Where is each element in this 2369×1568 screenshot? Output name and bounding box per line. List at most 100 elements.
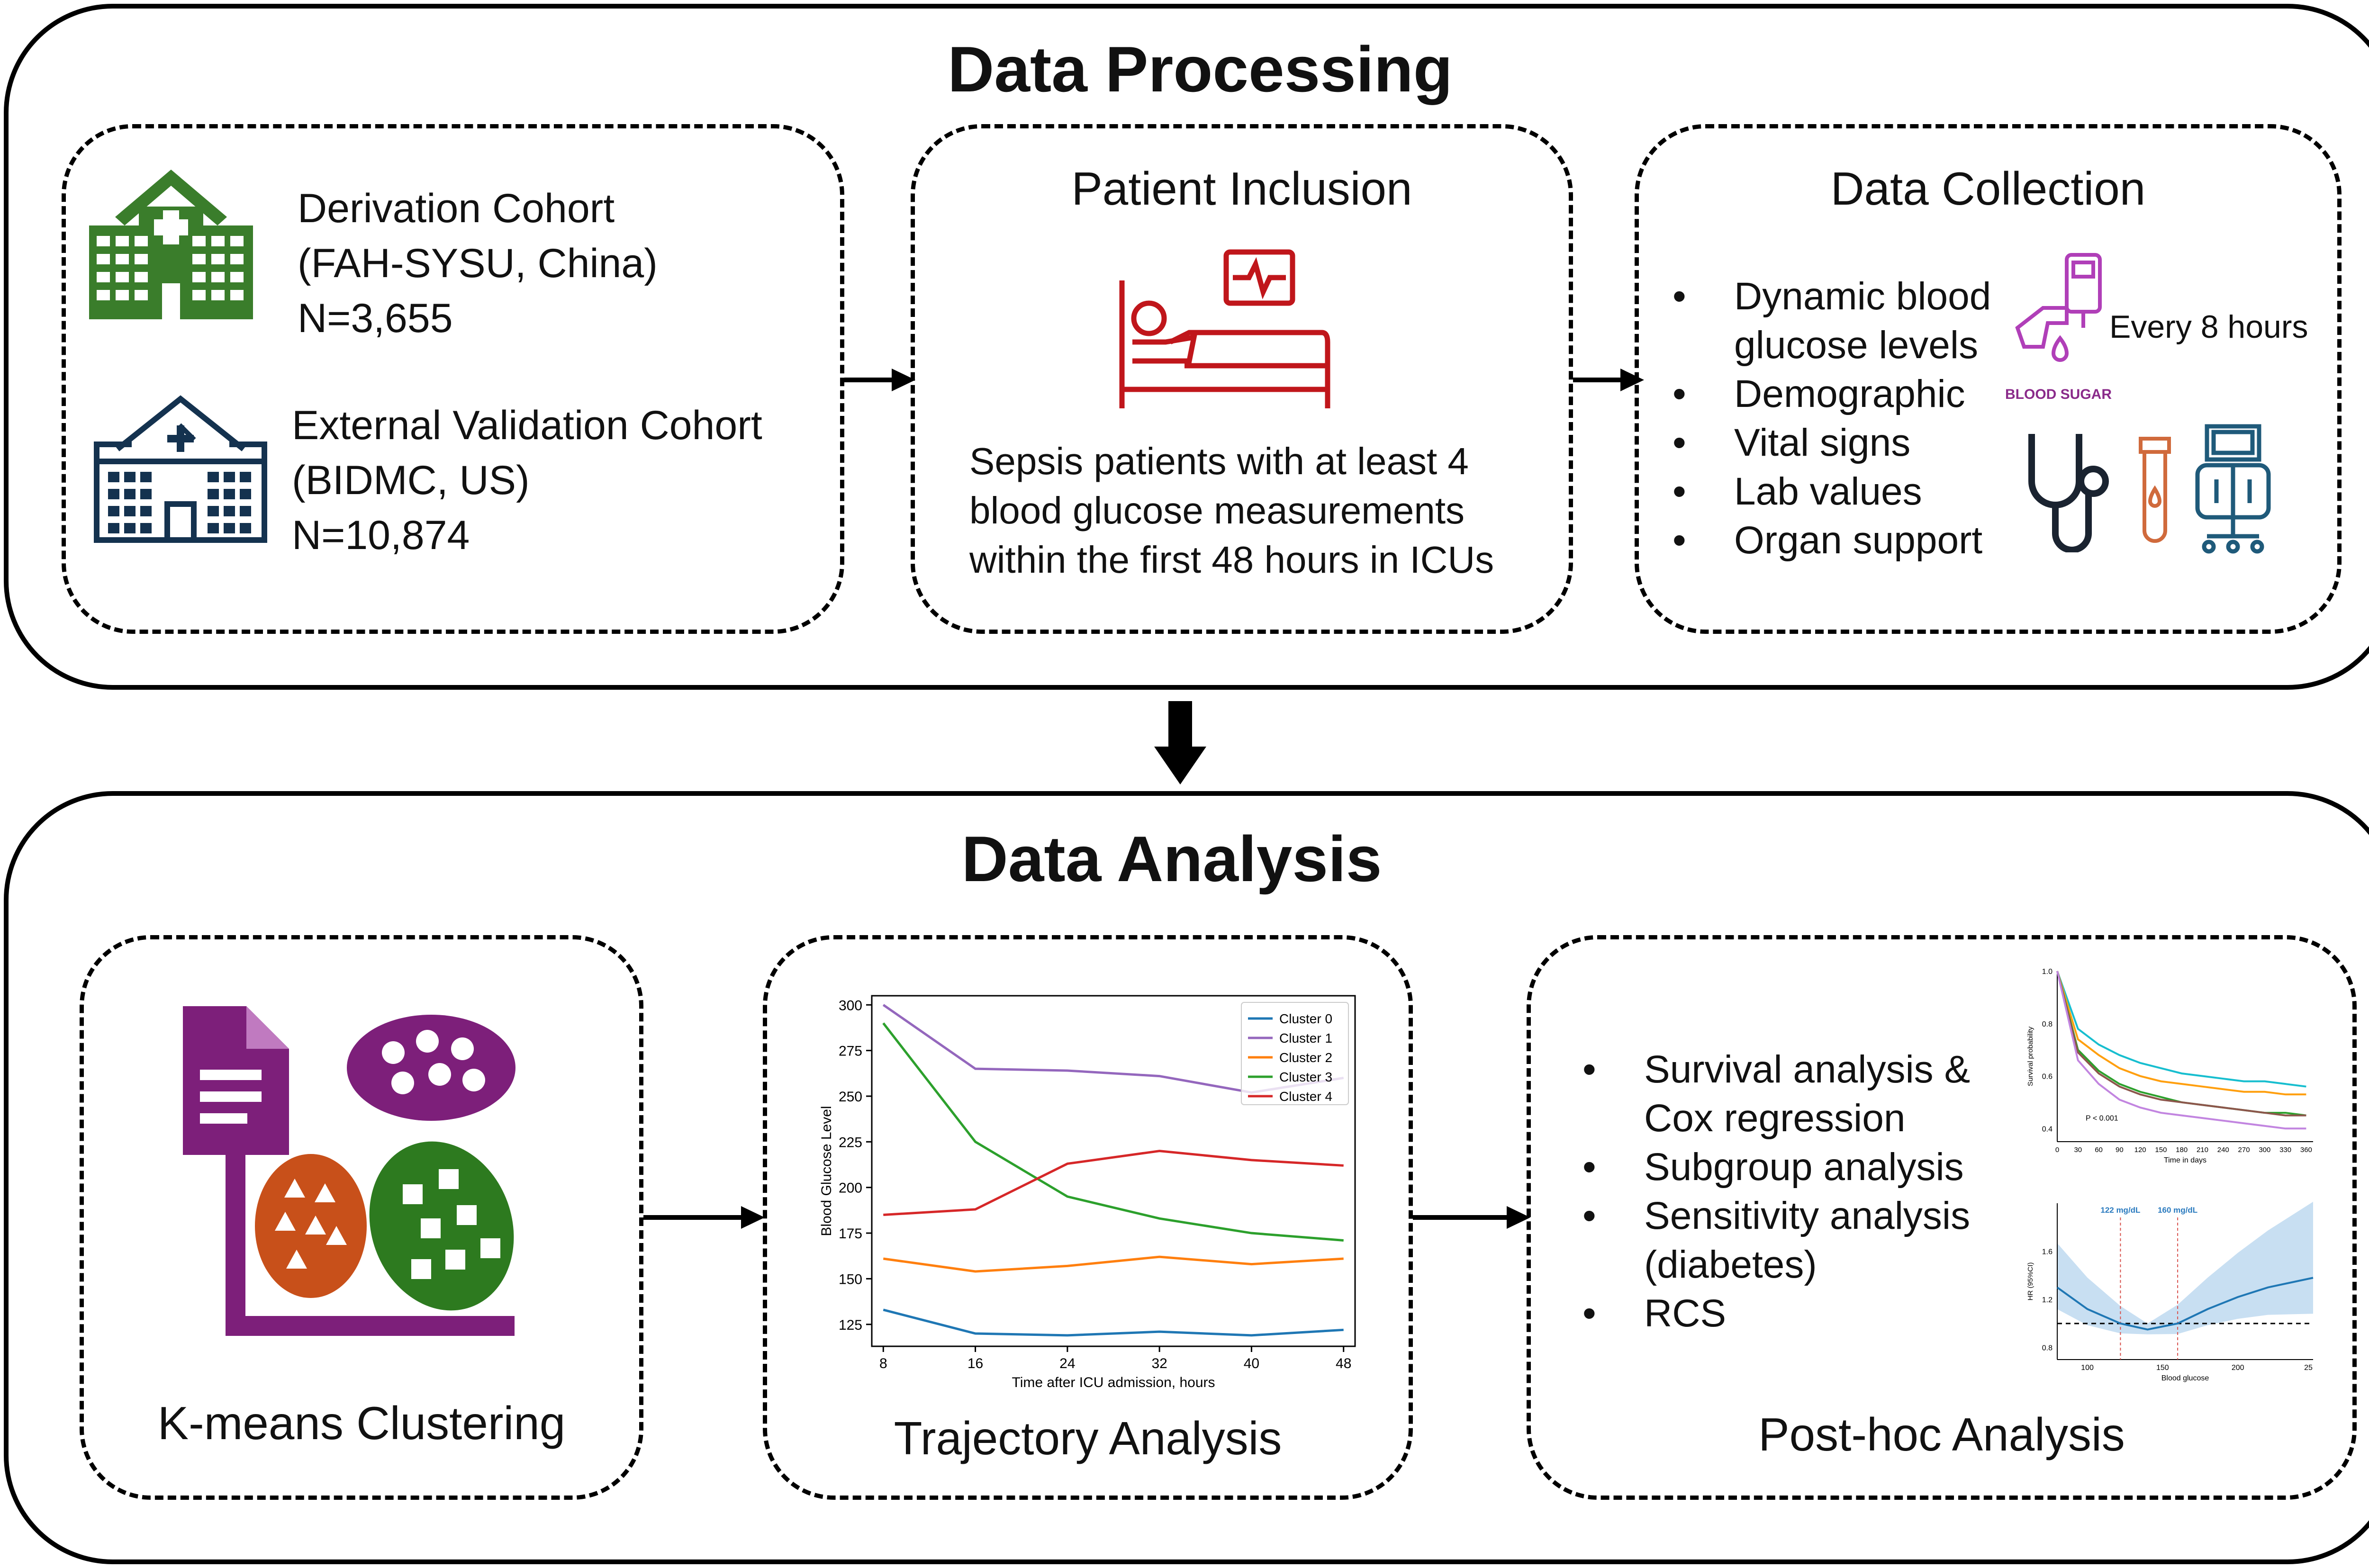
hospital-bed-patient-icon xyxy=(1119,249,1330,408)
glucometer-hand-icon xyxy=(2015,253,2102,362)
legend-label: Cluster 0 xyxy=(1279,1011,1332,1026)
validation-hospital-icon xyxy=(94,395,267,543)
derivation-hospital-icon xyxy=(89,170,253,319)
derivation-line3: N=3,655 xyxy=(298,296,453,341)
y-tick-label: 0.8 xyxy=(2042,1020,2053,1028)
data-analysis-panel: Data Analysis xyxy=(4,791,2369,1564)
survival-curve xyxy=(2056,971,2306,1117)
patient-inclusion-box xyxy=(911,124,1573,634)
x-tick-label: 48 xyxy=(1336,1356,1351,1371)
plot-frame xyxy=(871,995,1356,1347)
arrow-kmeans-to-trajectory xyxy=(643,1206,765,1229)
series-line-cluster-3 xyxy=(882,1022,1344,1242)
x-tick-label: 120 xyxy=(2134,1146,2146,1154)
cutoff-label: 160 mg/dL xyxy=(2158,1206,2197,1215)
x-tick-label: 100 xyxy=(2081,1364,2094,1372)
x-tick-label: 8 xyxy=(879,1356,887,1371)
y-tick-label: 1.2 xyxy=(2042,1296,2053,1304)
y-tick-label: 250 xyxy=(839,1089,862,1105)
y-tick-label: 175 xyxy=(839,1226,862,1242)
x-tick-label: 360 xyxy=(2300,1146,2312,1154)
hr-curve xyxy=(2056,1277,2314,1331)
x-tick-label: 16 xyxy=(967,1356,983,1371)
survival-curve xyxy=(2056,971,2306,1088)
confidence-band xyxy=(2057,1201,2313,1334)
collection-item-continued: glucose levels xyxy=(1734,324,1979,367)
posthoc-box xyxy=(1527,935,2357,1500)
x-axis-label: Time after ICU admission, hours xyxy=(1012,1375,1215,1390)
posthoc-item: Survival analysis & xyxy=(1578,1045,1970,1094)
x-tick-label: 200 xyxy=(2232,1364,2244,1372)
x-tick-label: 300 xyxy=(2259,1146,2270,1154)
x-tick-label: 210 xyxy=(2197,1146,2208,1154)
x-tick-label: 240 xyxy=(2217,1146,2229,1154)
x-tick-label: 330 xyxy=(2279,1146,2291,1154)
kmeans-clustering-icon xyxy=(183,1006,515,1336)
inclusion-line3: within the first 48 hours in ICUs xyxy=(969,539,1494,581)
x-tick-label: 30 xyxy=(2074,1146,2082,1154)
survival-curve xyxy=(2056,971,2306,1130)
derivation-line2: (FAH-SYSU, China) xyxy=(298,241,658,286)
posthoc-item-continued: Cox regression xyxy=(1644,1097,1906,1140)
data-processing-panel: Data Processing xyxy=(4,4,2369,690)
validation-line2: (BIDMC, US) xyxy=(292,458,530,503)
validation-cohort-label: External Validation Cohort (BIDMC, US) N… xyxy=(292,398,762,563)
y-tick-label: 0.6 xyxy=(2042,1073,2053,1081)
collection-item: Vital signs xyxy=(1668,418,1991,467)
x-axis-label: Blood glucose xyxy=(2161,1374,2209,1382)
rcs-hazard-ratio-chart: 122 mg/dL 160 mg/dL 0.8 1.2 1.6 100 150 200 25Bl… xyxy=(2026,1201,2314,1382)
y-tick-label: 200 xyxy=(839,1181,862,1196)
survival-curve xyxy=(2056,971,2306,1096)
x-axis-label: Time in days xyxy=(2164,1156,2206,1164)
cohorts-box xyxy=(62,124,844,634)
legend-label: Cluster 4 xyxy=(1279,1089,1332,1104)
trajectory-box xyxy=(763,935,1413,1500)
data-analysis-title: Data Analysis xyxy=(961,823,1382,895)
validation-line1: External Validation Cohort xyxy=(292,403,762,448)
y-tick-label: 0.8 xyxy=(2042,1344,2053,1352)
y-tick-label: 1.6 xyxy=(2042,1248,2053,1256)
kmeans-title: K-means Clustering xyxy=(157,1397,566,1449)
legend-box xyxy=(1241,1002,1349,1105)
x-tick-label: 40 xyxy=(1244,1356,1259,1371)
data-collection-title: Data Collection xyxy=(1830,162,2146,215)
p-value-annotation: P < 0.001 xyxy=(2086,1115,2118,1123)
x-tick-label: 150 xyxy=(2155,1146,2167,1154)
inclusion-line1: Sepsis patients with at least 4 xyxy=(969,440,1469,482)
x-tick-label: 150 xyxy=(2156,1364,2169,1372)
y-tick-label: 125 xyxy=(839,1317,862,1333)
y-tick-label: 275 xyxy=(839,1044,862,1059)
posthoc-item-continued: (diabetes) xyxy=(1644,1243,1817,1286)
y-tick-label: 1.0 xyxy=(2042,968,2053,976)
kmeans-box xyxy=(80,935,643,1500)
x-tick-label: 90 xyxy=(2116,1146,2124,1154)
posthoc-title: Post-hoc Analysis xyxy=(1758,1408,2125,1460)
x-tick-label: 25 xyxy=(2304,1364,2313,1372)
y-tick-label: 150 xyxy=(839,1271,862,1287)
y-tick-label: 300 xyxy=(839,998,862,1013)
legend-label: Cluster 3 xyxy=(1279,1070,1332,1084)
arrow-trajectory-to-posthoc xyxy=(1413,1206,1530,1229)
legend-label: Cluster 2 xyxy=(1279,1050,1332,1065)
x-tick-label: 32 xyxy=(1151,1356,1167,1371)
y-axis-label: Survival probability xyxy=(2026,1027,2034,1086)
validation-line3: N=10,874 xyxy=(292,513,470,558)
series-line-cluster-0 xyxy=(883,1308,1344,1337)
data-collection-box xyxy=(1635,124,2342,634)
x-tick-label: 24 xyxy=(1059,1356,1075,1371)
trajectory-title: Trajectory Analysis xyxy=(894,1412,1282,1464)
data-processing-title: Data Processing xyxy=(948,33,1453,105)
y-axis-label: Blood Glucose Level xyxy=(819,1106,834,1236)
cutoff-label: 122 mg/dL xyxy=(2100,1206,2140,1215)
x-tick-label: 60 xyxy=(2095,1146,2103,1154)
y-tick-label: 0.4 xyxy=(2042,1125,2053,1133)
collection-item: Demographic xyxy=(1668,369,1991,418)
arrow-cohorts-to-inclusion xyxy=(844,369,915,391)
survival-curve xyxy=(2056,971,2306,1117)
posthoc-item: RCS xyxy=(1578,1289,1970,1338)
series-line-cluster-2 xyxy=(883,1255,1344,1273)
inclusion-line2: blood glucose measurements xyxy=(969,489,1465,532)
posthoc-analysis-list: Survival analysis & Cox regression Subgr… xyxy=(1578,1045,1970,1338)
